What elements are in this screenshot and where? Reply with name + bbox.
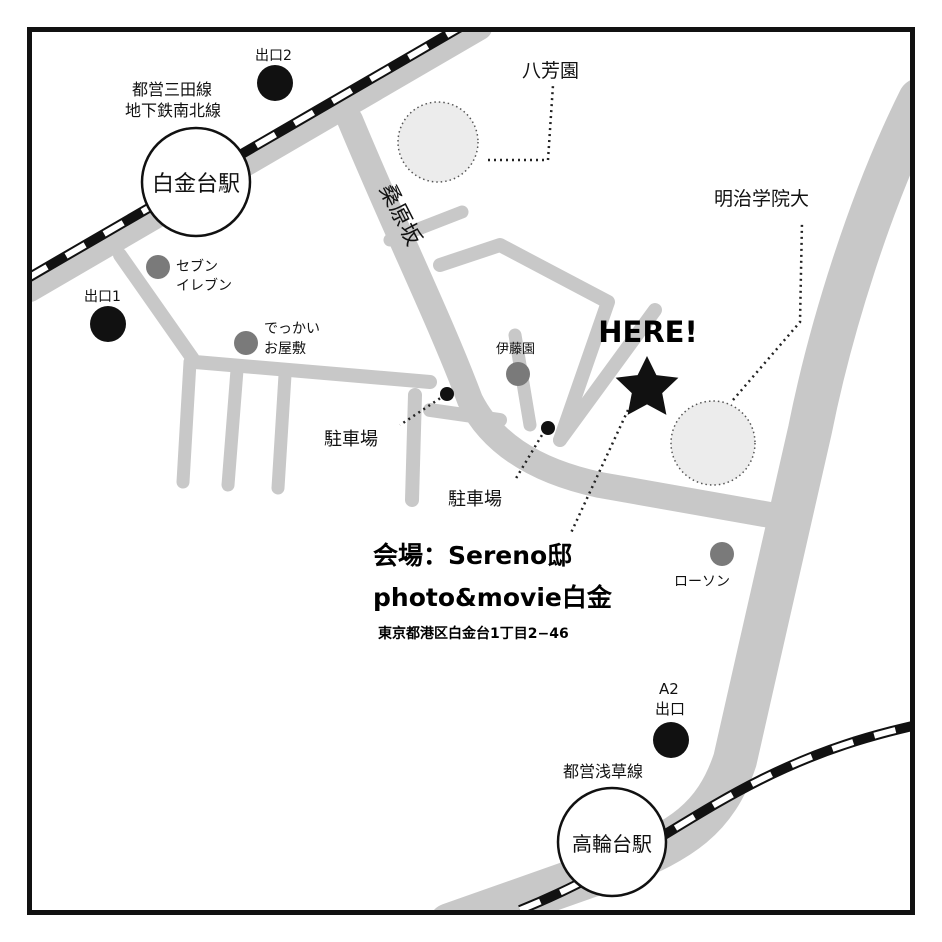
exit-2-label: 出口2 xyxy=(255,48,292,64)
happoen-area xyxy=(397,101,479,183)
exit-1-label: 出口1 xyxy=(84,289,121,305)
seven-eleven-marker xyxy=(146,255,170,279)
exit-1-marker xyxy=(90,306,126,342)
takanawadai-line-label: 都営浅草線 xyxy=(563,762,643,781)
takanawadai-station-name: 高輪台駅 xyxy=(572,832,652,856)
meiji-gakuin-label: 明治学院大 xyxy=(714,188,809,210)
leader-lines xyxy=(399,84,804,536)
railway-mita-namboku xyxy=(28,28,469,283)
dekkai-label-1: でっかい xyxy=(264,321,320,337)
dekkai-label-2: お屋敷 xyxy=(264,341,306,357)
parking-label-1: 駐車場 xyxy=(324,429,378,450)
parking-marker-2 xyxy=(541,421,555,435)
venue-title-line1: 会場：Sereno邸 xyxy=(373,541,572,570)
shirokanedai-station-icon xyxy=(140,126,252,238)
map-frame xyxy=(27,27,915,915)
venue-title-line2: photo&movie白金 xyxy=(373,583,613,612)
exit-2-marker xyxy=(257,65,293,101)
dekkai-oyashiki-marker xyxy=(234,331,258,355)
itoen-label: 伊藤園 xyxy=(496,342,535,357)
takanawadai-station-icon xyxy=(556,786,668,898)
here-label: HERE! xyxy=(598,315,697,349)
exit-a2-label-1: A2 xyxy=(659,680,679,698)
venue-address: 東京都港区白金台1丁目2−46 xyxy=(378,625,569,642)
seven-eleven-label-1: セブン xyxy=(176,258,218,275)
itoen-marker xyxy=(506,362,530,386)
parking-marker-1 xyxy=(440,387,454,401)
here-star-icon xyxy=(615,356,679,415)
happoen-label: 八芳園 xyxy=(522,60,579,82)
exit-a2-label-2: 出口 xyxy=(655,700,685,718)
lawson-label: ローソン xyxy=(674,574,730,590)
seven-eleven-label-2: イレブン xyxy=(176,277,232,294)
shirokanedai-station-name: 白金台駅 xyxy=(152,172,240,197)
shirokanedai-line-label-2: 地下鉄南北線 xyxy=(125,101,221,120)
exit-a2-marker xyxy=(653,722,689,758)
meiji-gakuin-area xyxy=(670,400,756,486)
shirokanedai-line-label-1: 都営三田線 xyxy=(132,80,212,99)
lawson-marker xyxy=(710,542,734,566)
parking-label-2: 駐車場 xyxy=(448,489,502,510)
